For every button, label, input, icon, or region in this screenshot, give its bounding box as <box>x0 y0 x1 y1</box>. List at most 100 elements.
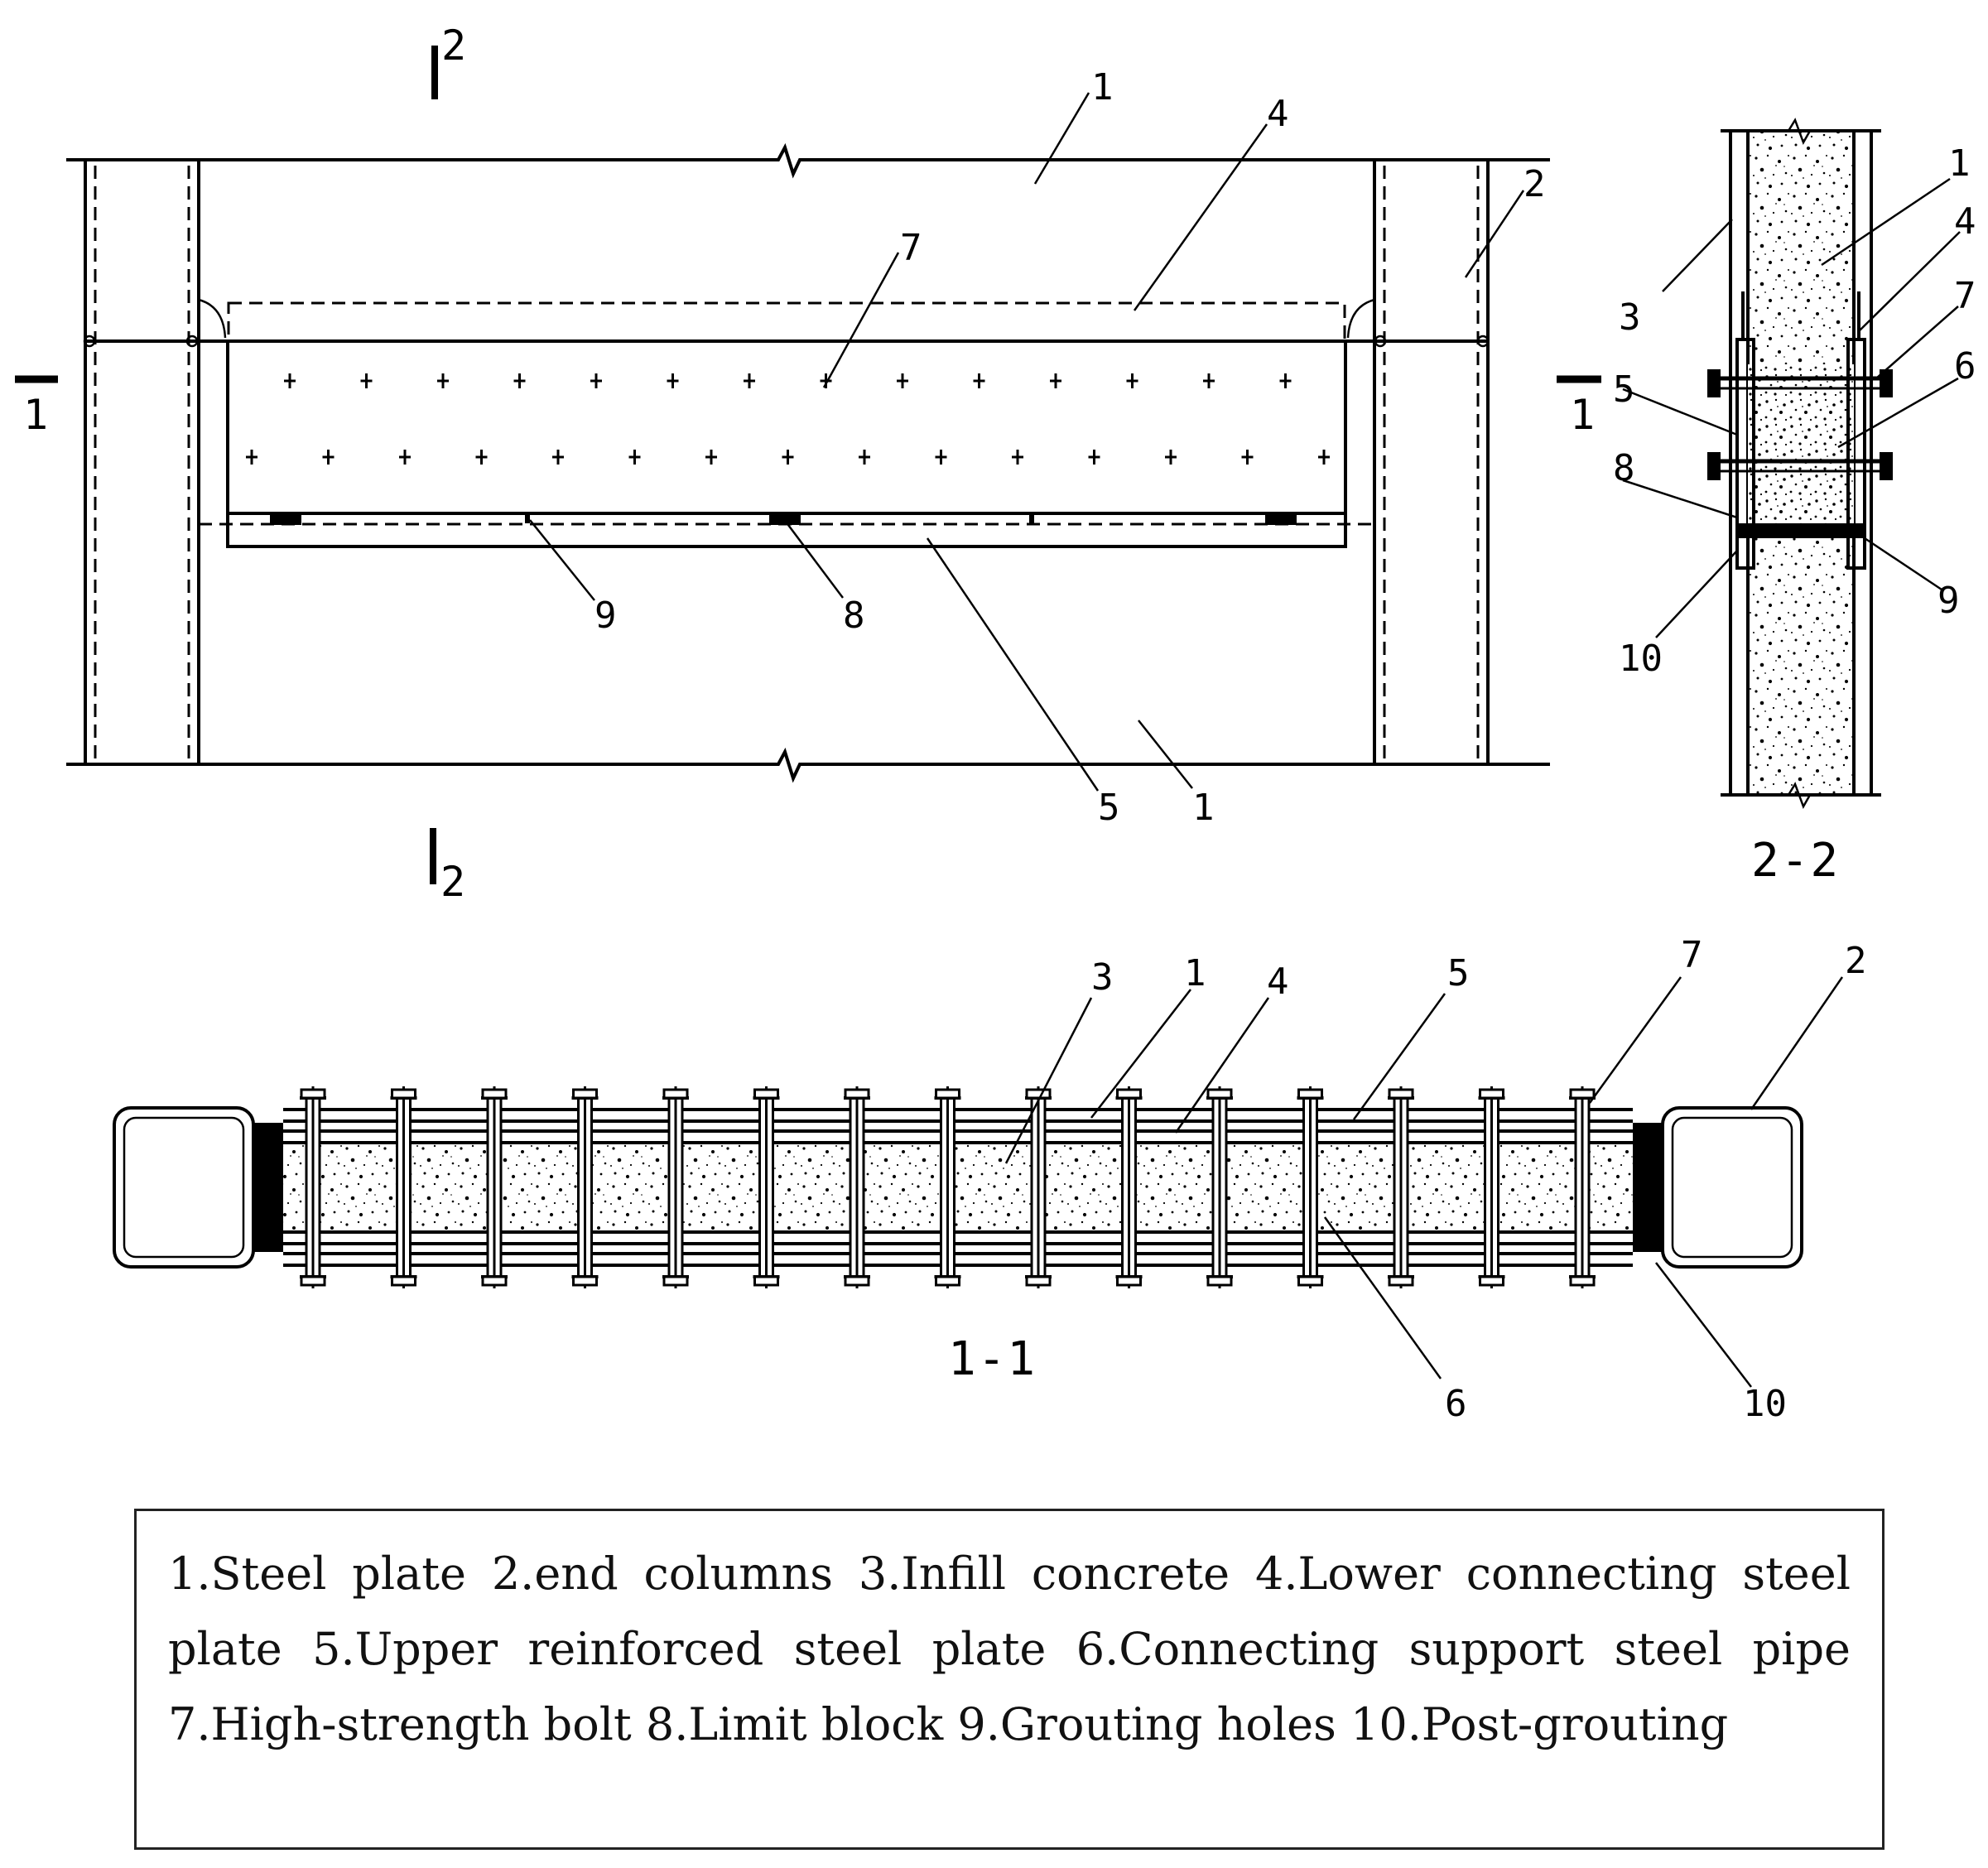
s11-bolt <box>1569 1086 1596 1288</box>
bolt-mark <box>475 450 488 465</box>
elev-callout-8: 8 <box>843 595 865 637</box>
legend-item-6: 6.Connecting support steel pipe <box>1076 1623 1851 1675</box>
bolt-mark <box>552 450 564 465</box>
elevation-leaders <box>529 92 1525 792</box>
bolt-mark <box>437 373 449 388</box>
s22-callout-7: 7 <box>1954 275 1976 317</box>
legend-box: 1.Steel plate 2.end columns 3.Infill con… <box>134 1509 1885 1850</box>
s22-callout-8: 8 <box>1613 447 1635 489</box>
elevation-view: 2 2 1 <box>15 22 1550 906</box>
s22-callout-4: 4 <box>1954 200 1976 243</box>
bolt-mark <box>360 373 373 388</box>
s11-bolt-array <box>300 1086 1596 1288</box>
bolt-mark <box>897 373 908 388</box>
cut-1-right-label: 1 <box>1570 391 1595 439</box>
s11-callout-6: 6 <box>1445 1383 1467 1425</box>
legend-item-1: 1.Steel plate <box>168 1548 466 1600</box>
steel-plate-bottom-edge <box>66 747 1550 783</box>
s11-bolt <box>1388 1086 1414 1288</box>
steel-plate-top-edge <box>66 142 1550 179</box>
s11-callout-7: 7 <box>1681 934 1703 976</box>
s11-bolt <box>1297 1086 1324 1288</box>
s11-bolt <box>1025 1086 1052 1288</box>
s11-callout-4: 4 <box>1267 960 1289 1003</box>
cut-2-top-label: 2 <box>441 22 466 70</box>
elev-callout-1-top: 1 <box>1091 66 1114 108</box>
cut-2-bottom-label: 2 <box>440 858 465 906</box>
s11-bolt <box>844 1086 870 1288</box>
s11-callout-10: 10 <box>1743 1383 1787 1425</box>
legend-item-4: 4.Lower connecting steel plate <box>168 1548 1851 1675</box>
legend-item-3: 3.Infill concrete <box>858 1548 1230 1600</box>
bolt-mark <box>935 450 947 465</box>
limit-blocks <box>270 513 1297 525</box>
section-1-1-title: 1-1 <box>948 1332 1037 1386</box>
lower-connecting-plate-outline <box>227 301 1346 343</box>
s11-right-end-column <box>1661 1106 1803 1269</box>
cut-1-left-label: 1 <box>23 391 48 439</box>
elev-callout-2: 2 <box>1523 163 1546 205</box>
elev-callout-5: 5 <box>1098 787 1120 829</box>
section-2-2-title: 2-2 <box>1751 834 1840 888</box>
s22-callout-9: 9 <box>1937 580 1960 622</box>
elev-callout-4: 4 <box>1267 93 1289 135</box>
legend-item-10: 10.Post-grouting <box>1350 1698 1729 1750</box>
s22-callout-3: 3 <box>1619 296 1641 339</box>
bolt-mark <box>322 450 335 465</box>
bolt-mark <box>1241 450 1254 465</box>
bolt-mark <box>1279 373 1292 388</box>
s11-bolt <box>934 1086 961 1288</box>
section-2-2: 1 <box>1557 118 1976 888</box>
s11-bolt <box>390 1086 417 1288</box>
bolt-mark <box>782 450 794 465</box>
bolt-mark <box>705 450 717 465</box>
s11-left-end-column <box>113 1106 255 1269</box>
s11-bolt <box>481 1086 508 1288</box>
s22-callout-1: 1 <box>1948 142 1971 185</box>
s11-bolt <box>1206 1086 1233 1288</box>
s11-callout-2: 2 <box>1845 940 1867 982</box>
s11-callout-1: 1 <box>1184 952 1206 994</box>
s22-post-grouting-band <box>1737 523 1865 538</box>
bolt-mark <box>284 373 296 388</box>
legend-item-9: 9.Grouting holes <box>957 1698 1336 1750</box>
bolt-mark <box>667 373 679 388</box>
legend-item-8: 8.Limit block <box>645 1698 944 1750</box>
s22-bolts <box>1707 369 1893 480</box>
upper-reinforced-plate <box>226 339 1347 515</box>
grouting-holes <box>525 513 1034 523</box>
s11-post-grouting-right <box>1633 1123 1663 1252</box>
bolt-mark <box>859 450 870 465</box>
s22-connection-zone <box>1748 364 1854 528</box>
s11-callout-5: 5 <box>1447 952 1470 994</box>
bolt-mark <box>1126 373 1138 388</box>
s22-callout-6: 6 <box>1954 345 1976 388</box>
elev-callout-7: 7 <box>900 227 922 269</box>
bolt-marks <box>246 373 1330 465</box>
right-end-column <box>1373 160 1490 764</box>
bolt-mark <box>744 373 755 388</box>
bolt-mark <box>1165 450 1177 465</box>
s11-bolt <box>1478 1086 1505 1288</box>
s11-post-grouting-left <box>253 1123 283 1252</box>
bolt-mark <box>1088 450 1100 465</box>
s11-bolt <box>662 1086 689 1288</box>
bolt-mark <box>246 450 258 465</box>
legend-item-7: 7.High-strength bolt <box>168 1698 632 1750</box>
s11-leaders <box>1004 976 1844 1388</box>
s11-bolt <box>571 1086 599 1288</box>
s11-callout-3: 3 <box>1091 956 1114 999</box>
s11-infill-concrete <box>283 1143 1633 1232</box>
s22-leaders <box>1622 177 1961 638</box>
bolt-mark <box>973 373 985 388</box>
elev-callout-1-bottom: 1 <box>1192 787 1215 829</box>
column-connection-lines <box>83 298 1490 348</box>
elev-callout-9: 9 <box>594 595 617 637</box>
s22-callout-5: 5 <box>1613 368 1635 411</box>
bolt-mark <box>513 373 526 388</box>
s11-bolt <box>753 1086 780 1288</box>
bolt-mark <box>590 373 602 388</box>
legend-item-5: 5.Upper reinforced steel plate <box>312 1623 1047 1675</box>
bolt-mark <box>628 450 641 465</box>
